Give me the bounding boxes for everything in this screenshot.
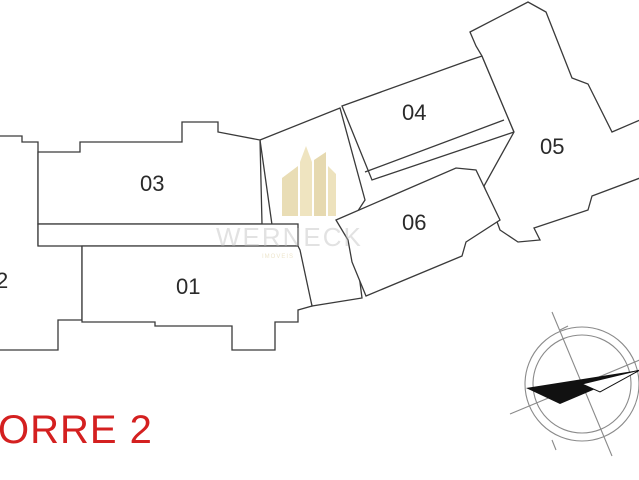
unit-label-02: 2 xyxy=(0,268,8,293)
north-arrow-compass-icon xyxy=(509,311,639,457)
unit-label-01: 01 xyxy=(176,274,200,299)
werneck-logo-watermark: WERNECK IMÓVEIS xyxy=(216,146,363,260)
unit-label-05: 05 xyxy=(540,134,564,159)
watermark-brand-text: WERNECK xyxy=(216,222,363,252)
tower-label: ORRE 2 xyxy=(0,408,153,452)
building-logo-icon xyxy=(282,146,336,216)
watermark-tagline-text: IMÓVEIS xyxy=(262,253,294,260)
unit-01-outline xyxy=(81,245,313,351)
unit-04-inner-wall xyxy=(364,119,505,173)
unit-label-04: 04 xyxy=(402,100,426,125)
unit-06-outline xyxy=(335,167,501,297)
unit-04-outline xyxy=(341,55,515,181)
unit-label-03: 03 xyxy=(140,171,164,196)
unit-05-outline xyxy=(469,1,639,243)
unit-label-06: 06 xyxy=(402,210,426,235)
